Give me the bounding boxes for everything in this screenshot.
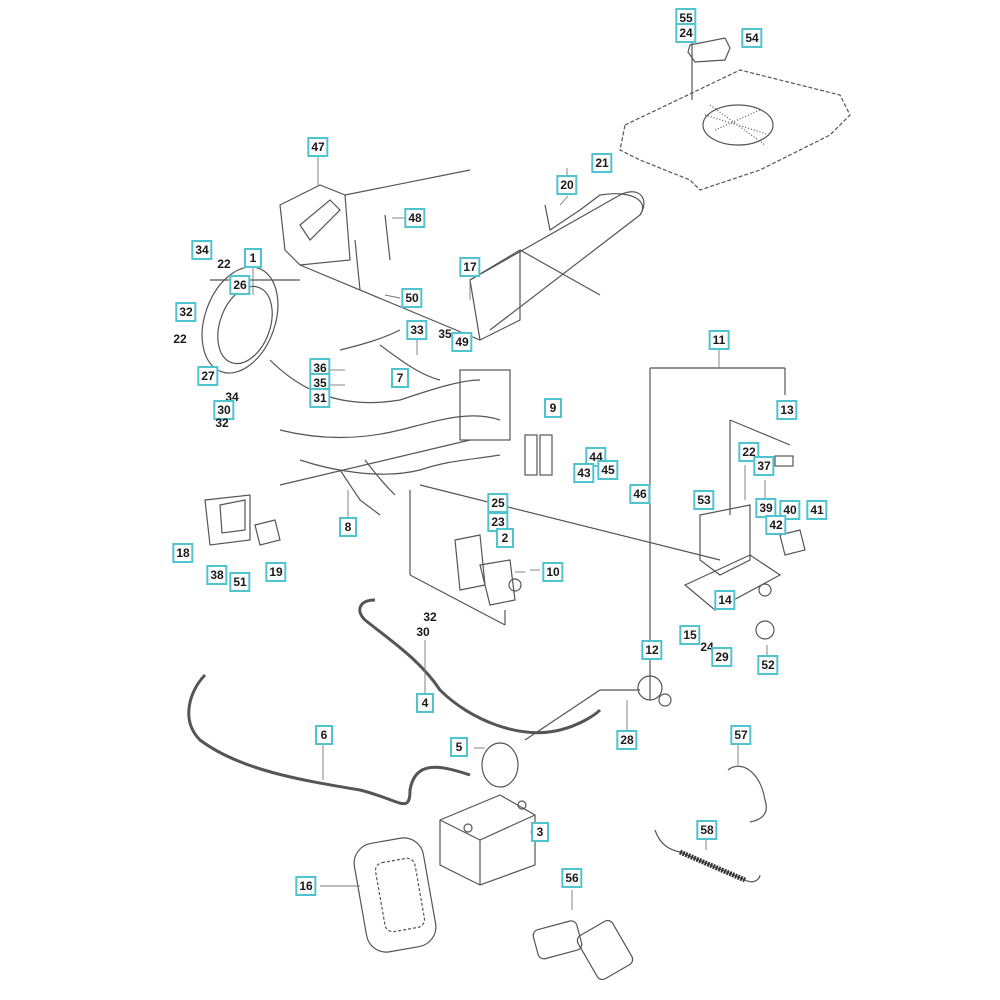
callout-label: 50 (401, 288, 423, 308)
callout-label: 49 (451, 332, 473, 352)
battery-cable-link (524, 689, 640, 741)
wiring-harness (269, 329, 511, 516)
callout-label: 4 (416, 693, 434, 713)
callout-label: 24 (675, 23, 697, 43)
mower-deck-plate (619, 69, 851, 191)
callout-label: 27 (197, 366, 219, 386)
callout-label: 22 (217, 257, 231, 271)
callout-label: 12 (641, 640, 663, 660)
heating-cable (654, 829, 761, 883)
callout-label: 17 (459, 257, 481, 277)
callout-label: 6 (315, 725, 333, 745)
fuse-block (524, 434, 553, 476)
callout-label: 18 (172, 543, 194, 563)
exhaust-tube (469, 191, 645, 341)
battery-cable-positive (358, 598, 602, 735)
callout-label: 32 (215, 416, 229, 430)
callout-label: 15 (679, 625, 701, 645)
callout-label: 11 (708, 330, 730, 350)
callout-label: 34 (191, 240, 213, 260)
handle-bracket (279, 169, 481, 341)
callout-label: 45 (597, 460, 619, 480)
callout-label: 43 (573, 463, 595, 483)
callout-label: 30 (416, 625, 430, 639)
callout-label: 46 (629, 484, 651, 504)
battery-cable-negative (187, 673, 471, 806)
callout-label: 26 (229, 275, 251, 295)
callout-label: 28 (616, 730, 638, 750)
callout-label: 29 (711, 647, 733, 667)
callout-label: 47 (307, 137, 329, 157)
callout-label: 13 (776, 400, 798, 420)
battery-cover (353, 837, 437, 953)
callout-label: 48 (404, 208, 426, 228)
callout-label: 19 (265, 562, 287, 582)
callout-label: 54 (741, 28, 763, 48)
callout-label: 16 (295, 876, 317, 896)
callout-label: 30 (213, 400, 235, 420)
callout-label: 32 (175, 302, 197, 322)
callout-label: 51 (229, 572, 251, 592)
callout-label: 3 (531, 822, 549, 842)
cable-20-21 (544, 193, 644, 231)
callout-label: 37 (753, 456, 775, 476)
callout-label: 10 (542, 562, 564, 582)
callout-label: 21 (591, 153, 613, 173)
fan-shroud (201, 266, 300, 374)
callout-label: 5 (450, 737, 468, 757)
callout-label: 8 (339, 517, 357, 537)
callout-label: 20 (556, 175, 578, 195)
leader-lines (252, 157, 768, 910)
callout-label: 7 (391, 368, 409, 388)
callout-label: 31 (309, 388, 331, 408)
callout-label: 35 (438, 327, 452, 341)
callout-label: 24 (700, 640, 714, 654)
callout-label: 33 (406, 320, 428, 340)
callout-label: 53 (693, 490, 715, 510)
terminal-ring (481, 742, 519, 788)
sensor-cable (727, 765, 767, 823)
right-bracket-assembly (419, 367, 806, 700)
charger (532, 919, 634, 981)
callout-label: 1 (244, 248, 262, 268)
callout-label: 41 (806, 500, 828, 520)
mounting-bracket (409, 490, 522, 626)
callout-label: 2 (496, 528, 514, 548)
ignition-switch (637, 675, 672, 707)
callout-label: 25 (487, 493, 509, 513)
callout-label: 57 (730, 725, 752, 745)
callout-label: 58 (696, 820, 718, 840)
callout-label: 32 (423, 610, 437, 624)
callout-label: 14 (714, 590, 736, 610)
callout-label: 9 (544, 398, 562, 418)
callout-label: 22 (173, 332, 187, 346)
control-module (204, 494, 281, 546)
callout-label: 42 (765, 515, 787, 535)
battery (439, 794, 536, 886)
callout-label: 52 (757, 655, 779, 675)
callout-label: 38 (206, 565, 228, 585)
callout-label: 56 (561, 868, 583, 888)
